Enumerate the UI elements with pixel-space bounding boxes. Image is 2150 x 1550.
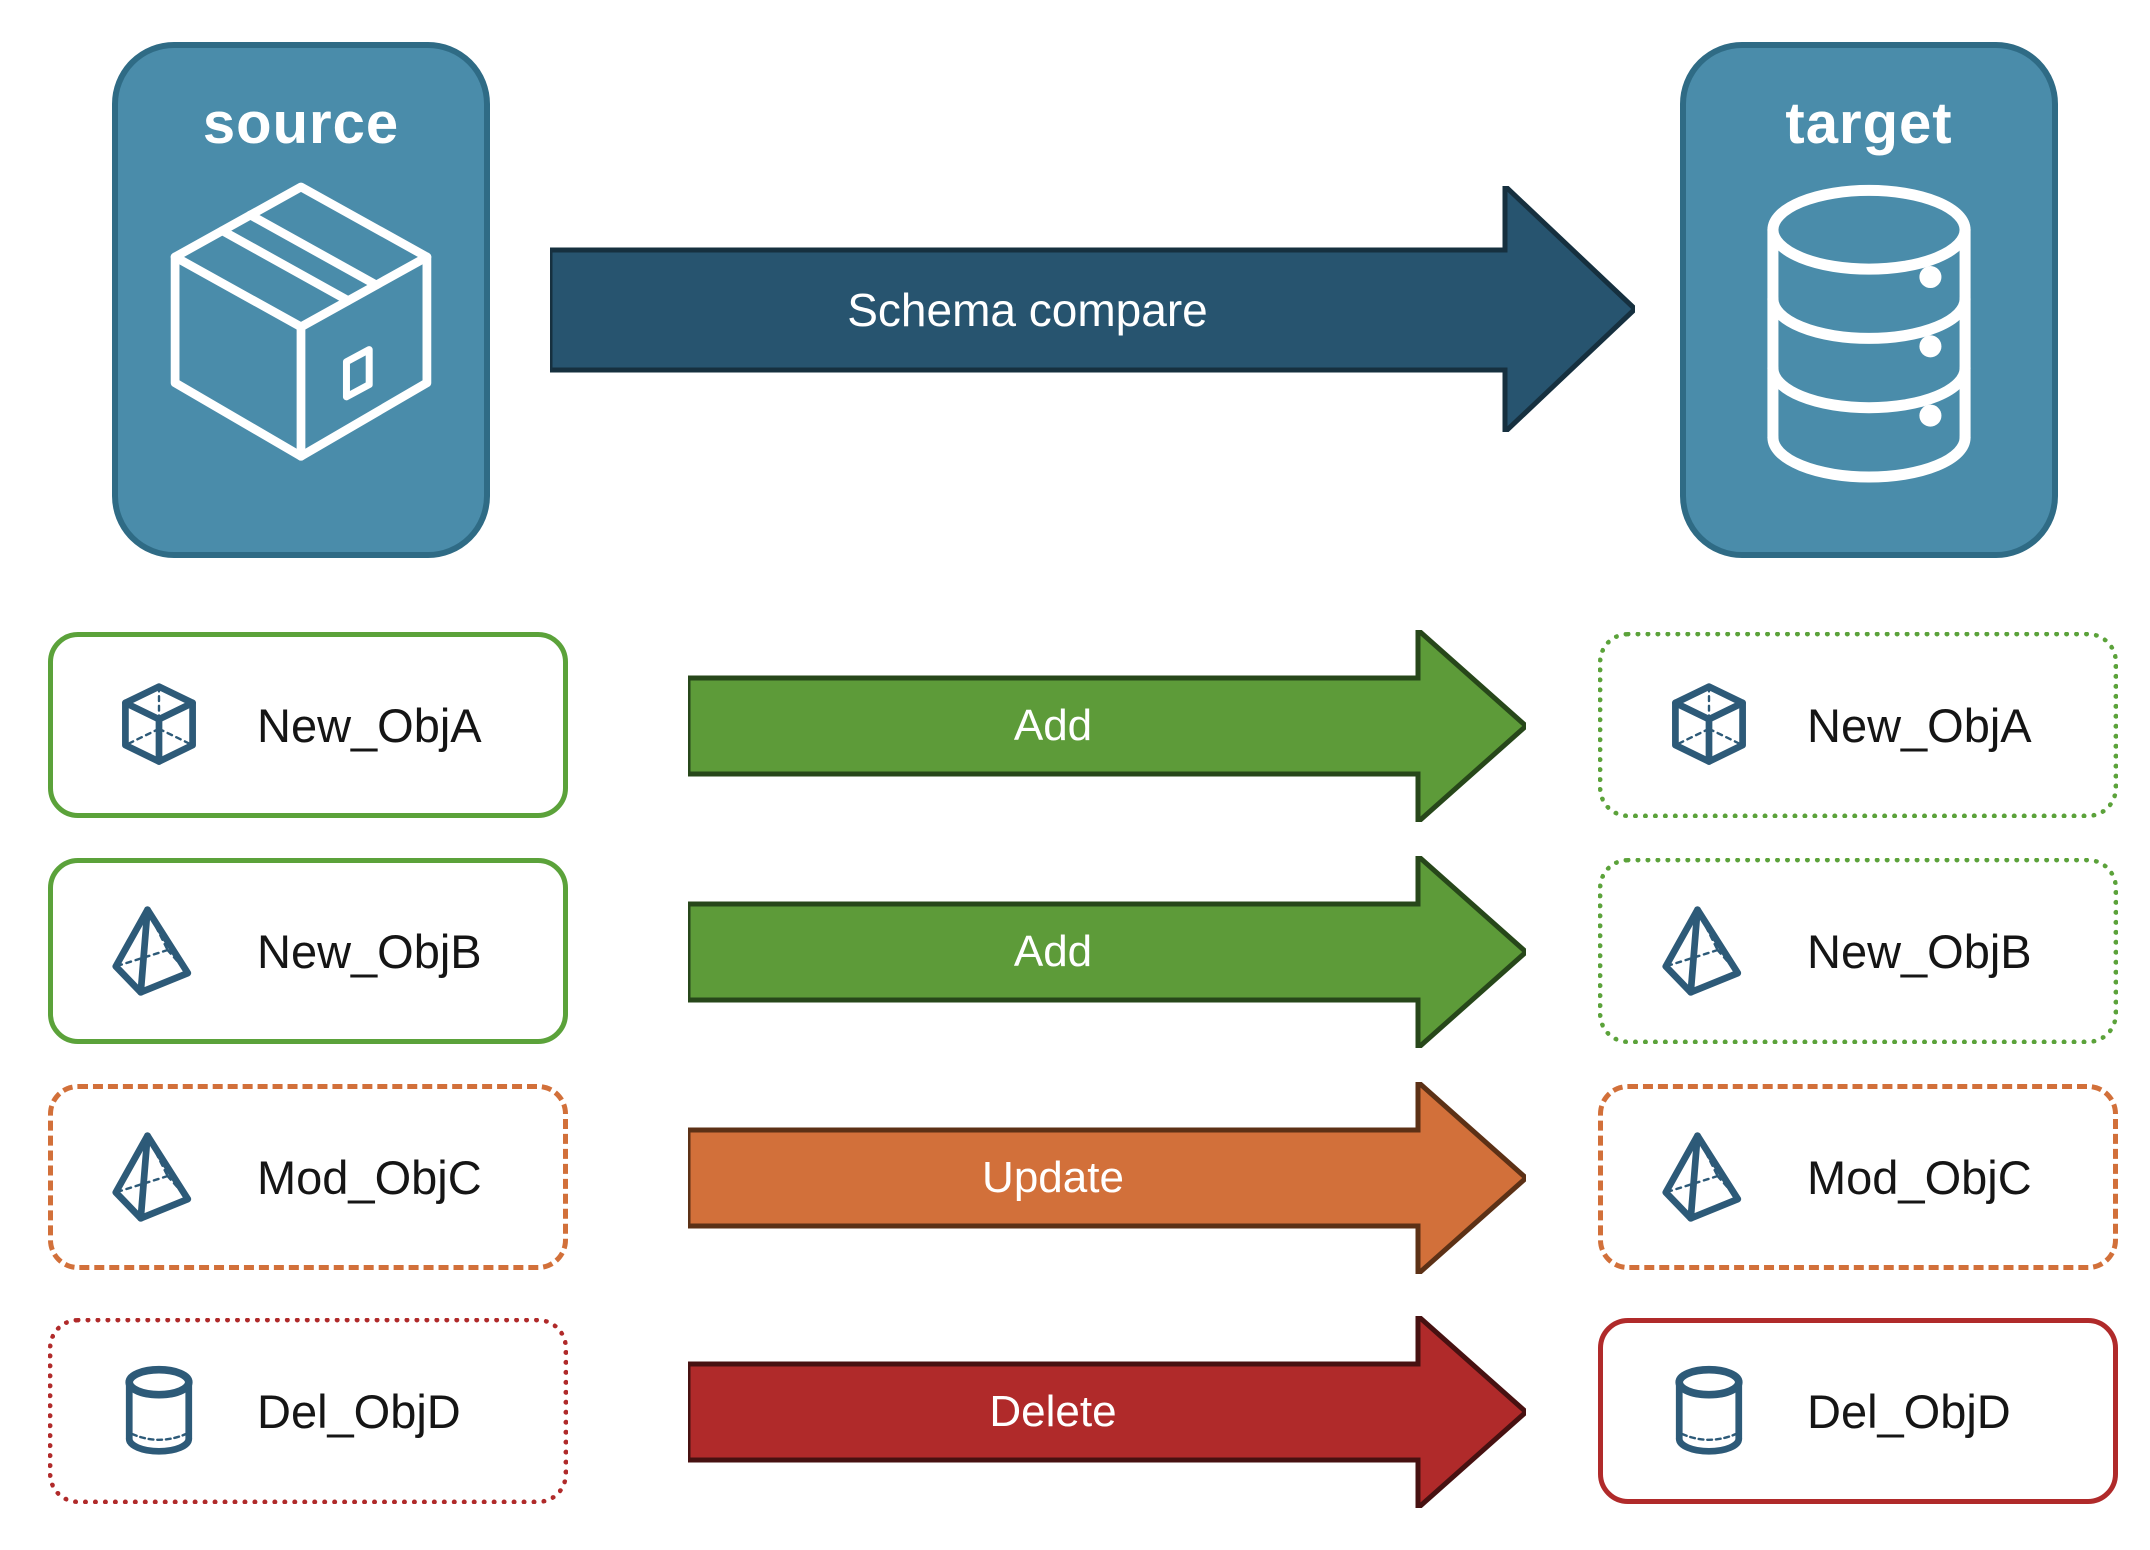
add-arrow: [688, 856, 1526, 1048]
target-object-label: Del_ObjD: [1807, 1384, 2011, 1438]
diff-row-new-objb: New_ObjB Add New_ObjB: [0, 856, 2150, 1048]
source-object-card: Del_ObjD: [48, 1318, 568, 1504]
cylinder-icon: [125, 1365, 193, 1455]
target-object-card: New_ObjB: [1598, 858, 2118, 1044]
source-object-label: New_ObjA: [257, 698, 482, 752]
pyramid-icon: [112, 1132, 192, 1222]
add-arrow: [688, 630, 1526, 822]
source-object-label: Del_ObjD: [257, 1384, 461, 1438]
target-panel-title: target: [1785, 91, 1953, 156]
target-object-card: Del_ObjD: [1598, 1318, 2118, 1504]
pyramid-icon: [1662, 1132, 1742, 1222]
update-arrow: [688, 1082, 1526, 1274]
target-object-label: Mod_ObjC: [1807, 1150, 2032, 1204]
cube-icon: [122, 683, 196, 765]
source-panel-title: source: [202, 91, 400, 156]
cylinder-icon: [1675, 1365, 1743, 1455]
add-arrow-label: Add: [1013, 927, 1093, 976]
package-box-icon: [170, 182, 432, 461]
source-object-card: Mod_ObjC: [48, 1084, 568, 1270]
diff-row-mod-objc: Mod_ObjC Update Mod_ObjC: [0, 1082, 2150, 1274]
database-icon: [1767, 184, 1971, 483]
cube-icon: [1672, 683, 1746, 765]
pyramid-icon: [112, 906, 192, 996]
target-object-card: Mod_ObjC: [1598, 1084, 2118, 1270]
source-object-label: Mod_ObjC: [257, 1150, 482, 1204]
pyramid-icon: [1662, 906, 1742, 996]
source-object-card: New_ObjA: [48, 632, 568, 818]
target-panel: target: [1680, 42, 2058, 558]
target-object-label: New_ObjA: [1807, 698, 2032, 752]
source-object-card: New_ObjB: [48, 858, 568, 1044]
schema-compare-label: Schema compare: [847, 284, 1208, 336]
diff-row-new-obja: New_ObjA Add New_ObjA: [0, 630, 2150, 822]
delete-arrow: [688, 1316, 1526, 1508]
add-arrow-label: Add: [1013, 701, 1093, 750]
diff-row-del-objd: Del_ObjD Delete Del_ObjD: [0, 1316, 2150, 1508]
delete-arrow-label: Delete: [989, 1387, 1117, 1436]
source-object-label: New_ObjB: [257, 924, 482, 978]
target-object-card: New_ObjA: [1598, 632, 2118, 818]
update-arrow-label: Update: [982, 1153, 1124, 1202]
target-object-label: New_ObjB: [1807, 924, 2032, 978]
schema-compare-arrow: [550, 186, 1635, 432]
source-panel: source: [112, 42, 490, 558]
